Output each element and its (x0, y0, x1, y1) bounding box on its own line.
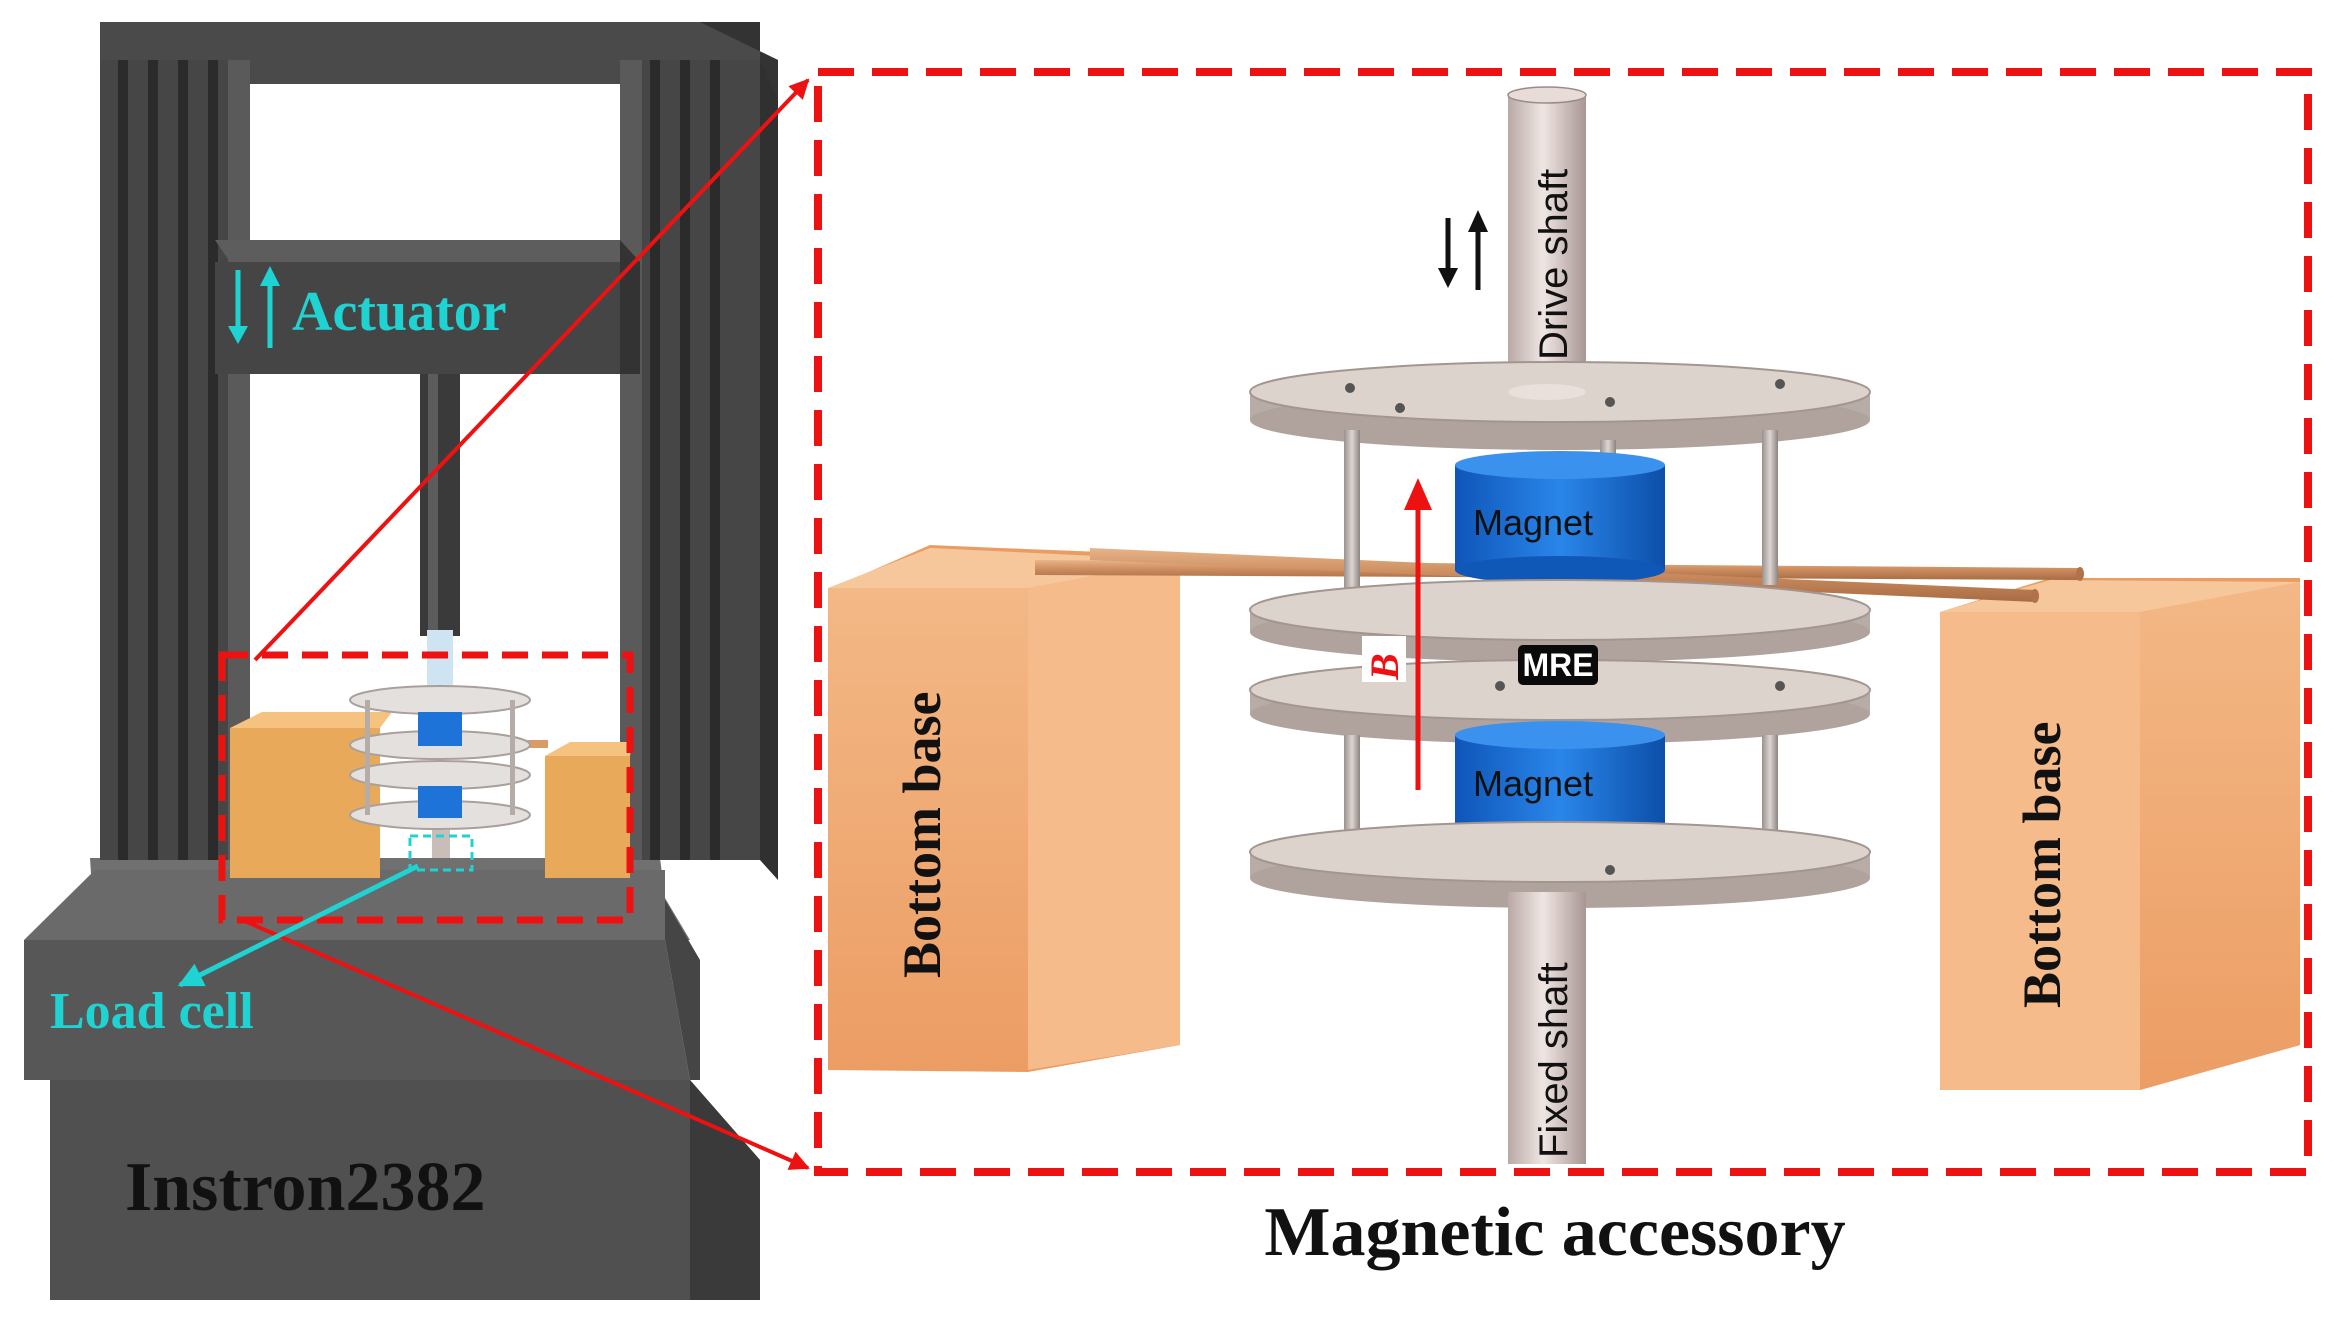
drive-shaft (1507, 86, 1587, 395)
machine-model-label: Instron2382 (125, 1149, 485, 1226)
upper-magnet (1455, 451, 1665, 584)
machine-base-side (665, 900, 700, 1080)
mre-label-box (1518, 645, 1598, 685)
field-arrow-head-icon (1404, 478, 1432, 510)
upper-magnet-label: Magnet (1473, 502, 1593, 543)
lower-magnet-label: Magnet (1473, 763, 1593, 804)
frame-top-side (700, 22, 778, 110)
callout-line-bottom (237, 916, 810, 1170)
field-label-box (1362, 636, 1406, 682)
load-cell-label: Load cell (50, 983, 254, 1040)
zoom-region-box (218, 651, 634, 924)
top-plate (1249, 361, 1871, 450)
crosshead-front (215, 262, 620, 374)
actuator-arrows-icon (228, 266, 280, 348)
bottom-base-right (1940, 578, 2300, 1090)
mre-label: MRE (1522, 647, 1593, 683)
mini-accessory (230, 685, 632, 878)
drive-shaft-motion-icon (1438, 210, 1488, 290)
fixed-shaft (1508, 892, 1586, 1164)
bottom-base-left (828, 545, 1180, 1072)
load-cell-marker (408, 834, 474, 872)
fixed-shaft-label: Fixed shaft (1532, 962, 1576, 1158)
figure-caption: Magnetic accessory (1264, 1194, 1845, 1271)
bottom-plate (1249, 821, 1871, 908)
actuator-label: Actuator (292, 281, 507, 343)
load-cell-pointer (177, 863, 420, 988)
bottom-base-right-label: Bottom base (2012, 722, 2072, 1008)
callout-line-top (253, 78, 810, 662)
actuator-rod (420, 374, 460, 636)
field-label: B (1362, 653, 1407, 681)
crosshead-top (215, 240, 640, 262)
testing-machine (24, 22, 778, 1300)
machine-base-lower-side (690, 1080, 760, 1300)
drive-shaft-label: Drive shaft (1532, 169, 1576, 360)
machine-base-lower (50, 1080, 760, 1300)
bottom-base-left-label: Bottom base (892, 692, 952, 978)
